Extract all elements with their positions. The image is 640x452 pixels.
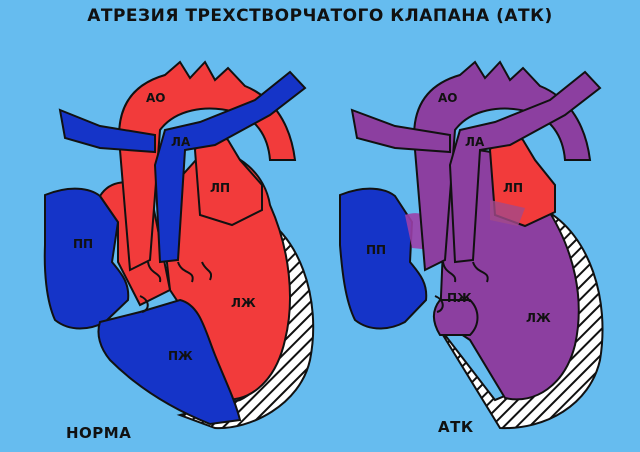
- diagram-title: АТРЕЗИЯ ТРЕХСТВОРЧАТОГО КЛАПАНА (АТК): [87, 6, 553, 26]
- normal-heart: АО ЛА ЛП ПП ЛЖ ПЖ: [43, 60, 315, 430]
- valve-marks: [434, 261, 489, 313]
- pulmonary-artery-mixed: [448, 70, 602, 264]
- label-lp: ЛП: [503, 181, 523, 195]
- label-pzh: ПЖ: [447, 291, 472, 305]
- label-ao: АО: [146, 91, 166, 105]
- right-ventricle: [97, 298, 242, 426]
- caption-normal: НОРМА: [66, 424, 131, 442]
- pulmonary-branch-left-mixed: [350, 108, 451, 154]
- left-atrium-mix: [490, 200, 525, 226]
- right-ventricle-small: [433, 299, 479, 336]
- atk-heart: АО ЛА ЛП ПП ЛЖ ПЖ: [339, 60, 604, 430]
- label-pzh: ПЖ: [168, 349, 193, 363]
- right-atrium: [43, 187, 130, 330]
- label-pp: ПП: [73, 237, 93, 251]
- caption-atk: АТК: [438, 418, 474, 436]
- valve-marks: [139, 261, 212, 313]
- label-la: ЛА: [465, 135, 485, 149]
- pulmonary-artery: [153, 70, 307, 264]
- label-lp: ЛП: [210, 181, 230, 195]
- label-lzh: ЛЖ: [526, 311, 551, 325]
- label-lzh: ЛЖ: [231, 296, 256, 310]
- pulmonary-branch-left: [58, 108, 156, 154]
- right-atrium: [339, 187, 428, 330]
- label-pp: ПП: [366, 243, 386, 257]
- label-la: ЛА: [171, 135, 191, 149]
- label-ao: АО: [438, 91, 458, 105]
- left-atrium: [193, 133, 263, 227]
